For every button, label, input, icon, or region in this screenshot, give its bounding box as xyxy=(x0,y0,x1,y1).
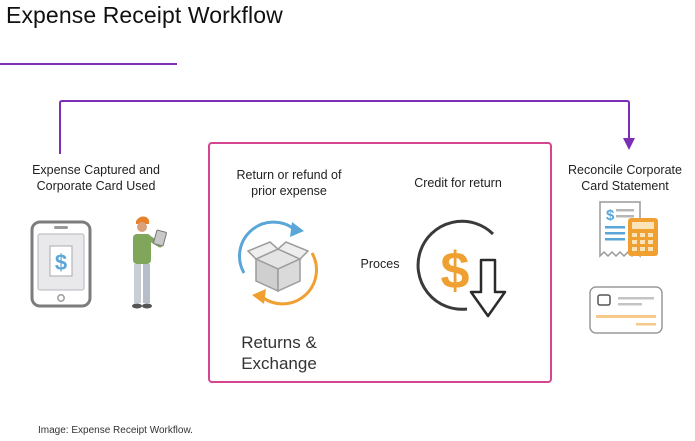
refund-label-line-1: Return or refund of xyxy=(236,168,342,182)
reconcile-label: Reconcile Corporate Card Statement xyxy=(556,162,694,194)
credit-card-icon xyxy=(589,286,663,334)
returns-exchange-label: Returns & Exchange xyxy=(214,332,344,374)
dollar-down-arrow-icon: $ xyxy=(416,219,507,318)
expense-captured-label: Expense Captured and Corporate Card Used xyxy=(6,162,186,194)
figure-caption: Image: Expense Receipt Workflow. xyxy=(38,425,193,436)
expense-captured-line-2: Corporate Card Used xyxy=(36,179,156,193)
svg-text:$: $ xyxy=(441,242,470,300)
reconcile-label-line-1: Reconcile Corporate xyxy=(568,163,682,177)
credit-label-text: Credit for return xyxy=(414,176,502,190)
title-underline xyxy=(0,63,177,65)
credit-label: Credit for return xyxy=(388,175,528,191)
process-label: Proces xyxy=(352,256,408,272)
refund-label-line-2: prior expense xyxy=(251,184,327,198)
statement-calculator-icon: $ xyxy=(599,201,658,258)
box-cycle-icon xyxy=(238,220,318,306)
svg-text:$: $ xyxy=(606,207,615,224)
returns-exchange-line-2: Exchange xyxy=(241,354,317,373)
refund-label: Return or refund of prior expense xyxy=(214,167,364,199)
reconcile-label-line-2: Card Statement xyxy=(581,179,669,193)
process-label-text: Proces xyxy=(360,257,400,271)
expense-captured-line-1: Expense Captured and xyxy=(32,163,160,177)
svg-text:$: $ xyxy=(55,250,67,275)
returns-exchange-line-1: Returns & xyxy=(241,333,317,352)
page-title: Expense Receipt Workflow xyxy=(6,2,283,28)
person-with-tablet-icon xyxy=(132,216,167,309)
returns-process-frame xyxy=(208,142,552,383)
smartphone-dollar-icon: $ xyxy=(30,220,92,308)
